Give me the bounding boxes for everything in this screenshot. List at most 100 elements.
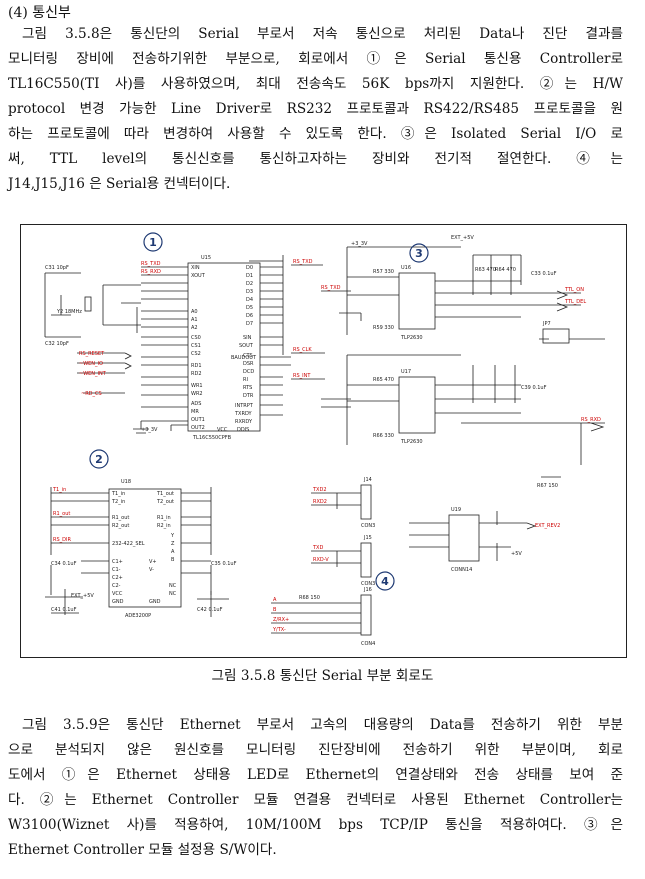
svg-text:D3: D3 <box>246 289 253 295</box>
paragraph-line: 그림 3.5.9은 통신단 Ethernet 부로서 고속의 대용량의 Data… <box>22 717 623 733</box>
svg-text:SOUT: SOUT <box>239 343 254 349</box>
u18-part: ADE3200P <box>125 613 151 619</box>
svg-text:J14: J14 <box>363 477 372 483</box>
paragraph-line: Ethernet Controller 모듈 설정용 S/W이다. <box>8 842 277 858</box>
marker-3 <box>409 243 429 263</box>
svg-text:Y2 18MHz: Y2 18MHz <box>56 309 82 315</box>
svg-text:C33 0.1uF: C33 0.1uF <box>531 271 557 277</box>
svg-text:CS2: CS2 <box>191 351 201 357</box>
svg-text:GND: GND <box>149 599 161 605</box>
svg-text:C41 0.1uF: C41 0.1uF <box>51 607 77 613</box>
svg-text:RD1: RD1 <box>191 363 202 369</box>
svg-text:C39 0.1uF: C39 0.1uF <box>521 385 547 391</box>
svg-text:R2_out: R2_out <box>112 523 129 529</box>
paragraph-ethernet: 그림 3.5.9은 통신단 Ethernet 부로서 고속의 대용량의 Data… <box>8 713 623 863</box>
j15-body <box>360 542 372 578</box>
u15-ref: U15 <box>201 255 211 261</box>
serial-schematic-figure: 1 2 3 4 U15 TL16C550CPFB XIN XOUT A0 A1 … <box>20 224 627 658</box>
svg-text:TLP2630: TLP2630 <box>400 335 423 341</box>
svg-text:C2+: C2+ <box>112 575 123 581</box>
svg-text:D6: D6 <box>246 313 253 319</box>
svg-text:CON4: CON4 <box>361 641 375 647</box>
u19-body <box>448 514 480 562</box>
jp7-body <box>542 328 570 344</box>
svg-text:TLP2630: TLP2630 <box>400 439 423 445</box>
svg-text:RD2: RD2 <box>191 371 202 377</box>
svg-text:A: A <box>273 597 277 603</box>
svg-text:B: B <box>171 557 175 563</box>
svg-text:U17: U17 <box>401 369 411 375</box>
svg-text:RS_RESET: RS_RESET <box>79 351 105 357</box>
svg-text:TXD2: TXD2 <box>312 487 327 493</box>
svg-text:T1_in: T1_in <box>111 491 125 497</box>
svg-text:RS_RXD: RS_RXD <box>141 269 161 275</box>
u18-body <box>108 488 182 608</box>
paragraph-line: protocol 변경 가능한 Line Driver로 RS232 프로토콜과… <box>8 101 623 117</box>
svg-text:R2_in: R2_in <box>157 523 171 529</box>
svg-text:+5V: +5V <box>511 551 522 557</box>
svg-text:C2-: C2- <box>112 583 121 589</box>
svg-text:XOUT: XOUT <box>191 273 206 279</box>
svg-text:R67 150: R67 150 <box>537 483 558 489</box>
paragraph-line: 도에서 ①은 Ethernet 상태용 LED로 Ethernet의 연결상태와… <box>8 767 623 783</box>
svg-text:R59 330: R59 330 <box>373 325 394 331</box>
u15-body <box>187 262 261 432</box>
svg-text:OUT2: OUT2 <box>191 425 205 431</box>
svg-text:CS1: CS1 <box>191 343 201 349</box>
svg-text:BAUDOUT: BAUDOUT <box>231 355 257 361</box>
svg-text:RXRDY: RXRDY <box>235 419 253 425</box>
svg-text:+3_3V: +3_3V <box>351 241 368 247</box>
svg-text:A2: A2 <box>191 325 198 331</box>
svg-text:~RD_CS: ~RD_CS <box>81 391 102 397</box>
svg-text:C31 10pF: C31 10pF <box>45 265 69 271</box>
svg-text:U19: U19 <box>451 507 461 513</box>
svg-text:Y/TX-: Y/TX- <box>272 627 286 633</box>
svg-text:RI: RI <box>243 377 248 383</box>
svg-text:V+: V+ <box>149 559 157 565</box>
svg-text:R1_out: R1_out <box>53 511 70 517</box>
svg-text:JP7: JP7 <box>542 321 551 327</box>
svg-text:Y: Y <box>170 533 175 539</box>
svg-text:C1-: C1- <box>112 567 121 573</box>
svg-text:RS_TXD: RS_TXD <box>141 261 161 267</box>
svg-text:XIN: XIN <box>191 265 200 271</box>
svg-text:RS_RXD: RS_RXD <box>581 417 601 423</box>
paragraph-line: W3100(Wiznet 사)를 적용하여, 10M/100M bps TCP/… <box>8 817 623 833</box>
svg-text:R63 470: R63 470 <box>475 267 496 273</box>
svg-text:SIN: SIN <box>243 335 252 341</box>
svg-text:CON3: CON3 <box>361 581 375 587</box>
svg-text:R1_in: R1_in <box>157 515 171 521</box>
svg-text:T2_out: T2_out <box>156 499 174 505</box>
marker-4 <box>375 571 395 591</box>
svg-text:WR1: WR1 <box>191 383 203 389</box>
svg-text:232-422_SEL: 232-422_SEL <box>112 541 145 547</box>
svg-text:RTS: RTS <box>243 385 252 391</box>
svg-text:J16: J16 <box>363 587 372 593</box>
svg-text:A: A <box>171 549 175 555</box>
svg-text:NC: NC <box>169 591 177 597</box>
svg-text:DTR: DTR <box>243 393 254 399</box>
u17-body <box>398 376 436 434</box>
svg-text:RS_DIR: RS_DIR <box>53 537 71 543</box>
paragraph-line: 모니터링 장비에 전송하기위한 부분으로, 회로에서 ①은 Serial 통신용… <box>8 51 623 67</box>
svg-text:D1: D1 <box>246 273 253 279</box>
svg-text:C34 0.1uF: C34 0.1uF <box>51 561 77 567</box>
svg-text:RS_CLK: RS_CLK <box>293 347 312 353</box>
u16-body <box>398 272 436 330</box>
svg-text:ADS: ADS <box>191 401 201 407</box>
paragraph-line: 으로 분석되지 않은 원신호를 모니터링 진단장비에 전송하기 위한 부분이며,… <box>8 742 623 758</box>
svg-text:DDIS: DDIS <box>237 427 249 433</box>
svg-text:Z: Z <box>171 541 175 547</box>
svg-text:C32 10pF: C32 10pF <box>45 341 69 347</box>
svg-text:A1: A1 <box>191 317 198 323</box>
svg-text:VCC: VCC <box>112 591 123 597</box>
svg-text:WR2: WR2 <box>191 391 203 397</box>
figure-caption: 그림 3.5.8 통신단 Serial 부분 회로도 <box>211 668 434 684</box>
svg-text:C42 0.1uF: C42 0.1uF <box>197 607 223 613</box>
marker-1 <box>143 232 163 252</box>
svg-text:TTL_DEL: TTL_DEL <box>564 299 586 305</box>
svg-text:TXRDY: TXRDY <box>234 411 253 417</box>
svg-text:INTRPT: INTRPT <box>235 403 254 409</box>
svg-text:MR: MR <box>191 409 199 415</box>
svg-text:DCD: DCD <box>243 369 254 375</box>
